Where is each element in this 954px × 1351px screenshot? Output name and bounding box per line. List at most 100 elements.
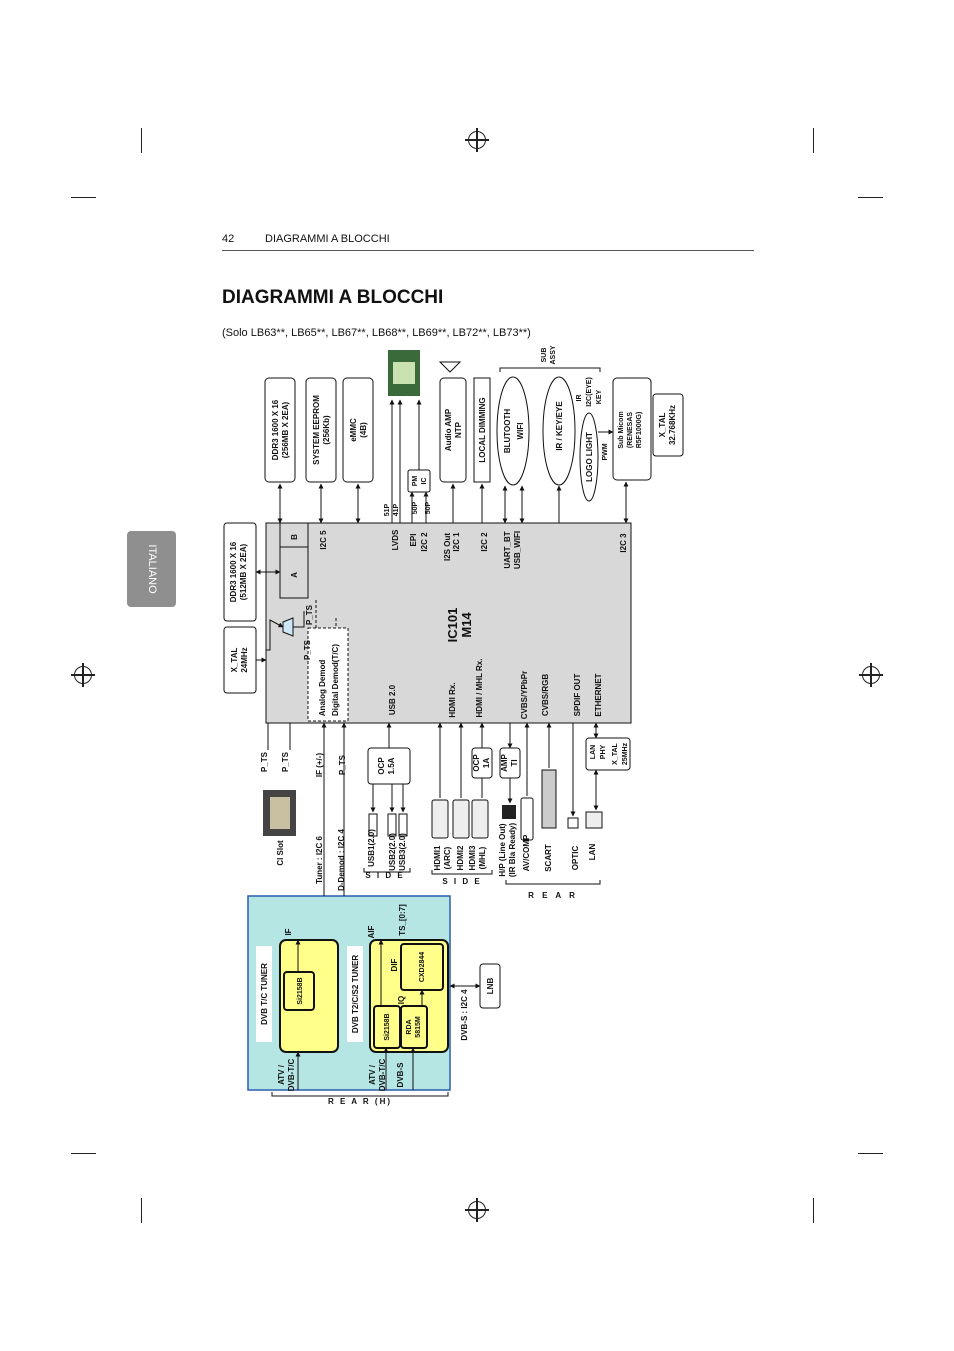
t2-ts: TS_[0:7] — [398, 904, 407, 936]
hdmi2-label: HDMI2 — [456, 845, 465, 870]
ic-model: M14 — [459, 612, 474, 638]
rear-h-bracket — [271, 1092, 449, 1097]
speaker-icon — [438, 361, 462, 373]
connection-lines — [255, 399, 629, 1090]
hdmi1-arc: (ARC) — [443, 846, 452, 869]
registration-mark-icon — [465, 128, 489, 152]
left-xtal-l2: 24MHz — [240, 647, 249, 672]
pin-i2c5: I2C 5 — [319, 530, 328, 550]
pmic-l1: PM — [412, 476, 419, 487]
left-ddr-l2: (512MB X 2EA) — [239, 543, 248, 600]
t2-chip2-l1: RDA — [406, 1019, 413, 1034]
ic-ethernet: ETHERNET — [594, 673, 603, 716]
t2-iq: IQ — [397, 996, 406, 1004]
left-ddr-l1: DDR3 1600 X 16 — [229, 541, 238, 602]
pts-2: P_TS — [281, 751, 290, 772]
logo-label: LOGO LIGHT — [585, 432, 594, 482]
micom-l2: (RENESAS — [627, 412, 634, 449]
t1-chip-label: Si2158B — [297, 977, 304, 1004]
lan-phy-box — [585, 737, 631, 771]
logo-light-box — [579, 412, 599, 502]
pts-3: P_TS — [338, 754, 347, 775]
rear-label: R E A R — [528, 891, 578, 900]
ic-hdmi: HDMI Rx. — [448, 682, 457, 717]
ocp2-l1: OCP — [472, 754, 481, 772]
t1-in-2: DVB-T/C — [287, 1059, 296, 1092]
ir-key-l3: KEY — [596, 389, 603, 404]
hdmi3-label: HDMI3 — [468, 845, 477, 870]
pmic-l2: IC — [421, 478, 428, 485]
mem-port-a — [279, 546, 309, 599]
ic-pts-a: P_TS — [305, 604, 314, 625]
t2-chip2-l2: 5815M — [415, 1016, 422, 1038]
bluetooth-box — [496, 376, 530, 486]
xtal2-l2: 32.768KHz — [668, 405, 677, 445]
demod-box — [307, 627, 349, 722]
optic-icon — [567, 817, 579, 829]
av-jack-icon — [520, 797, 534, 841]
pin-usb-wifi: USB_WIFI — [513, 531, 522, 569]
hdmi2-icon — [452, 799, 470, 839]
usb2-icon — [387, 813, 397, 837]
usb1-label: USB1(2.0) — [367, 829, 376, 867]
registration-mark-icon — [859, 663, 883, 687]
pin-i2c2b: I2C 2 — [480, 532, 489, 552]
left-xtal-l1: X_TAL — [230, 648, 239, 673]
language-tab[interactable]: ITALIANO — [127, 531, 176, 607]
xtal2-l1: X_TAL — [658, 413, 667, 438]
pin-i2c3: I2C 3 — [619, 533, 628, 553]
ic-spdif: SPDIF OUT — [573, 674, 582, 717]
hp-l2: (IR Bla Ready) — [508, 823, 517, 878]
hdmi3-mhl: (MHL) — [478, 846, 487, 869]
demod-analog: Analog Demod — [318, 660, 327, 717]
lan-label: LAN — [588, 844, 597, 861]
page-title: DIAGRAMMI A BLOCCHI — [222, 287, 444, 308]
tuner-i2c-label: Tuner : I2C 6 — [315, 836, 324, 884]
ci-slot-card-icon — [270, 797, 290, 829]
crop-mark — [141, 1198, 142, 1223]
dvbs-i2c-label: DVB-S : I2C 4 — [460, 989, 469, 1041]
ddr-box — [264, 377, 296, 483]
crop-mark — [71, 197, 96, 198]
ic-cvbs-rgb: CVBS/RGB — [541, 674, 550, 716]
lan-l2: PHY — [600, 744, 607, 759]
scart-icon — [541, 769, 557, 829]
emmc-box — [342, 377, 374, 483]
t1-in-1: ATV / — [277, 1064, 286, 1085]
pin-lvds: LVDS — [391, 529, 400, 550]
t2-chip1-label: Si2158B — [384, 1013, 391, 1040]
ir-box — [542, 376, 576, 486]
bt-l2: WIFI — [516, 423, 525, 440]
ddr-l2: (256MB X 2EA) — [281, 401, 290, 458]
tuner1-label-box — [256, 946, 272, 1042]
scart-label: SCART — [544, 844, 553, 872]
ci-label: CI Slot — [276, 840, 285, 866]
usb3-label: USB3(2.0) — [398, 833, 407, 871]
crop-mark — [813, 1198, 814, 1223]
eeprom-box — [305, 377, 337, 483]
side1-label: S I D E — [365, 871, 404, 880]
tv-picture-inner — [393, 362, 415, 384]
tuner2-chip2 — [400, 1005, 428, 1049]
audio-amp-box — [439, 377, 467, 483]
audio-l2: NTP — [454, 421, 463, 438]
sub-assy-l2: ASSY — [550, 345, 557, 364]
xtal3-l2: 25MHz — [622, 742, 629, 765]
labels: DDR3 1600 X 16 (512MB X 2EA) X_TAL 24MHz… — [229, 345, 677, 1106]
t2-in-2: DVB-T/C — [378, 1059, 387, 1092]
pwm-label: PWM — [602, 443, 609, 460]
running-header: DIAGRAMMI A BLOCCHI — [265, 233, 390, 245]
dashed-lines — [315, 600, 337, 628]
sig-50p-a: 50P — [412, 501, 419, 514]
pin-i2s: I2S Out — [443, 533, 452, 561]
ic-cvbs-ypbpr: CVBS/YPbPr — [520, 671, 529, 719]
registration-mark-icon — [465, 1198, 489, 1222]
ddemod-label: D-Demod : I2C 4 — [337, 829, 346, 891]
crop-mark — [813, 128, 814, 153]
audio-l1: Audio AMP — [444, 408, 453, 451]
sub-assy-l1: SUB — [541, 348, 548, 363]
sig-50p-b: 50P — [425, 501, 432, 514]
ir-key-l2: I2C(EYE) — [586, 377, 593, 407]
pin-epi: EPI — [409, 534, 418, 547]
